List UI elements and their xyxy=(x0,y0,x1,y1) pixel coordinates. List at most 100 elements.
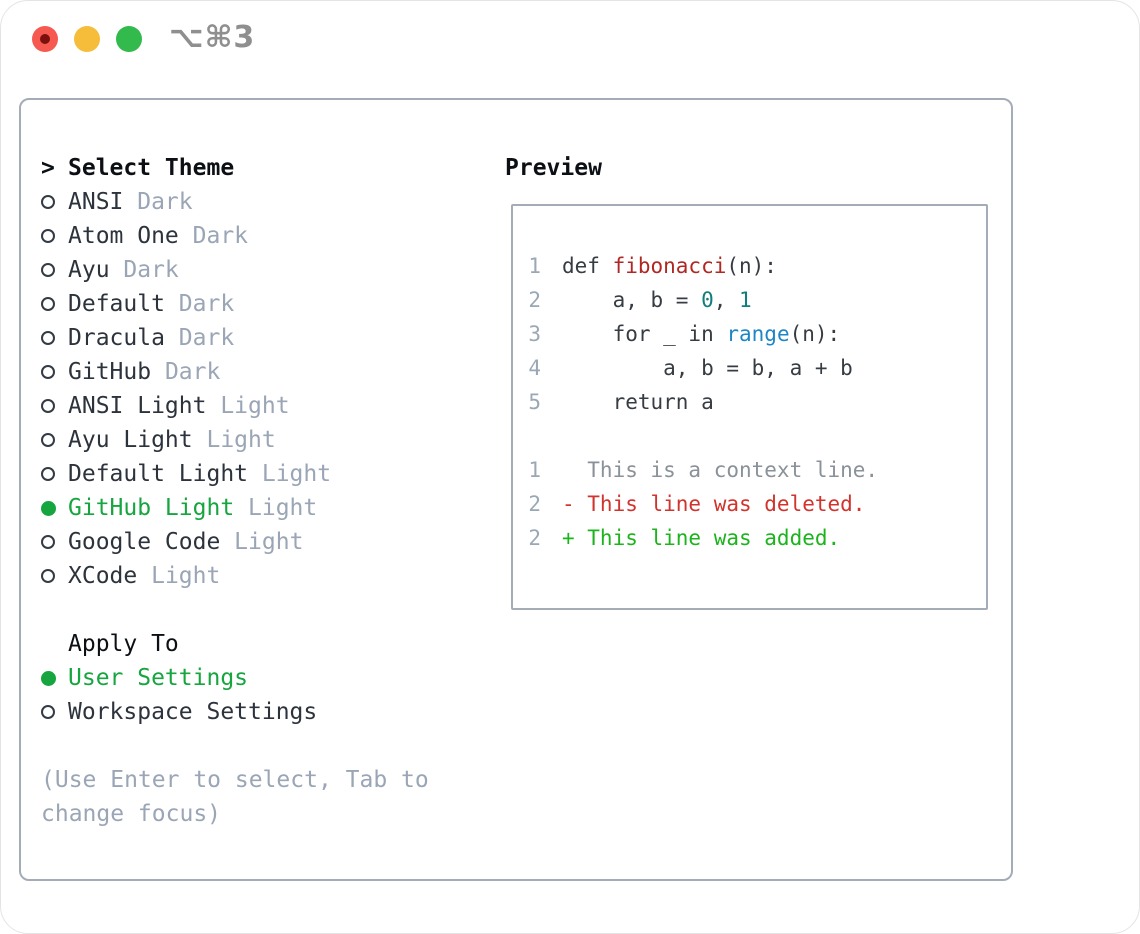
radio-unselected-icon[interactable] xyxy=(41,569,55,583)
line-number: 1 xyxy=(528,458,541,482)
code-line: 5 return a xyxy=(525,385,986,419)
code-token-code: return a xyxy=(562,390,714,414)
theme-option-name: Ayu xyxy=(68,257,110,283)
line-number: 2 xyxy=(528,492,541,516)
code-text: - This line was deleted. xyxy=(562,487,865,521)
apply-to-option[interactable]: User Settings xyxy=(41,661,491,695)
radio-unselected-icon[interactable] xyxy=(41,535,55,549)
radio-unselected-icon[interactable] xyxy=(41,705,55,719)
marker-slot xyxy=(41,297,68,311)
theme-option[interactable]: ANSI Dark xyxy=(41,185,491,219)
theme-picker-title-row: > Select Theme xyxy=(41,151,491,185)
code-line xyxy=(525,419,986,453)
marker-slot xyxy=(41,331,68,345)
radio-unselected-icon[interactable] xyxy=(41,467,55,481)
theme-picker-title: Select Theme xyxy=(68,155,235,181)
theme-option[interactable]: GitHub Dark xyxy=(41,355,491,389)
code-token-ctx: This is a context line. xyxy=(562,458,879,482)
close-button[interactable] xyxy=(32,26,58,52)
theme-option[interactable]: Ayu Dark xyxy=(41,253,491,287)
code-token-code: (n): xyxy=(789,322,841,346)
code-line: 2 a, b = 0, 1 xyxy=(525,283,986,317)
hint-text-line2: change focus) xyxy=(41,801,222,827)
unsaved-changes-dot-icon xyxy=(40,34,50,44)
spacer xyxy=(41,593,491,627)
line-number: 4 xyxy=(528,356,541,380)
code-text: a, b = b, a + b xyxy=(562,351,853,385)
marker-slot xyxy=(41,433,68,447)
code-line: 2 - This line was deleted. xyxy=(525,487,986,521)
theme-option-variant: Dark xyxy=(123,189,193,215)
apply-option-name: Workspace Settings xyxy=(68,699,318,725)
marker-slot xyxy=(41,535,68,549)
theme-option-variant: Light xyxy=(206,393,290,419)
marker-slot xyxy=(41,195,68,209)
radio-unselected-icon[interactable] xyxy=(41,365,55,379)
code-line: 3 for _ in range(n): xyxy=(525,317,986,351)
theme-option[interactable]: Default Dark xyxy=(41,287,491,321)
theme-option[interactable]: XCode Light xyxy=(41,559,491,593)
code-text: This is a context line. xyxy=(562,453,878,487)
theme-option-name: XCode xyxy=(68,563,138,589)
radio-unselected-icon[interactable] xyxy=(41,399,55,413)
theme-option[interactable]: ANSI Light Light xyxy=(41,389,491,423)
theme-option-variant: Dark xyxy=(164,291,235,317)
theme-option-variant: Dark xyxy=(109,257,179,283)
line-number: 2 xyxy=(528,526,541,550)
window-titlebar: ⌥⌘3 xyxy=(1,1,1139,98)
code-token-del: - This line was deleted. xyxy=(562,492,866,516)
radio-unselected-icon[interactable] xyxy=(41,297,55,311)
radio-unselected-icon[interactable] xyxy=(41,331,55,345)
marker-slot xyxy=(41,263,68,277)
theme-option[interactable]: Default Light Light xyxy=(41,457,491,491)
theme-option-variant: Light xyxy=(248,461,332,487)
zoom-button[interactable] xyxy=(116,26,142,52)
theme-option[interactable]: GitHub Light Light xyxy=(41,491,491,525)
line-number: 3 xyxy=(528,322,541,346)
radio-unselected-icon[interactable] xyxy=(41,195,55,209)
marker-slot xyxy=(41,670,68,686)
code-token-num: 1 xyxy=(739,288,752,312)
line-number: 1 xyxy=(528,254,541,278)
radio-selected-icon[interactable] xyxy=(41,500,56,516)
theme-option-name: ANSI xyxy=(68,189,124,215)
radio-unselected-icon[interactable] xyxy=(41,229,55,243)
code-text: for _ in range(n): xyxy=(562,317,841,351)
apply-option-name: User Settings xyxy=(68,665,249,691)
theme-option-variant: Light xyxy=(137,563,221,589)
theme-option-name: Dracula xyxy=(68,325,165,351)
theme-option-name: GitHub xyxy=(68,359,152,385)
code-token-code: a, b = xyxy=(562,288,702,312)
marker-slot xyxy=(41,569,68,583)
theme-option-variant: Light xyxy=(234,495,318,521)
theme-option-name: Default xyxy=(68,291,165,317)
theme-option[interactable]: Dracula Dark xyxy=(41,321,491,355)
theme-option-variant: Dark xyxy=(164,325,235,351)
code-line: 4 a, b = b, a + b xyxy=(525,351,986,385)
code-text: + This line was added. xyxy=(562,521,840,555)
theme-option[interactable]: Google Code Light xyxy=(41,525,491,559)
code-token-call: range xyxy=(726,322,790,346)
minimize-button[interactable] xyxy=(74,26,100,52)
apply-to-option[interactable]: Workspace Settings xyxy=(41,695,491,729)
code-token-code: , xyxy=(713,288,740,312)
theme-option[interactable]: Atom One Dark xyxy=(41,219,491,253)
apply-to-title: Apply To xyxy=(68,631,179,657)
theme-option[interactable]: Ayu Light Light xyxy=(41,423,491,457)
radio-unselected-icon[interactable] xyxy=(41,263,55,277)
radio-selected-icon[interactable] xyxy=(41,670,56,686)
marker-slot xyxy=(41,500,68,516)
line-number xyxy=(525,419,541,453)
theme-option-name: GitHub Light xyxy=(68,495,235,521)
apply-to-title-row: Apply To xyxy=(41,627,491,661)
code-token-fn: fibonacci xyxy=(612,254,727,278)
radio-unselected-icon[interactable] xyxy=(41,433,55,447)
marker-slot xyxy=(41,467,68,481)
